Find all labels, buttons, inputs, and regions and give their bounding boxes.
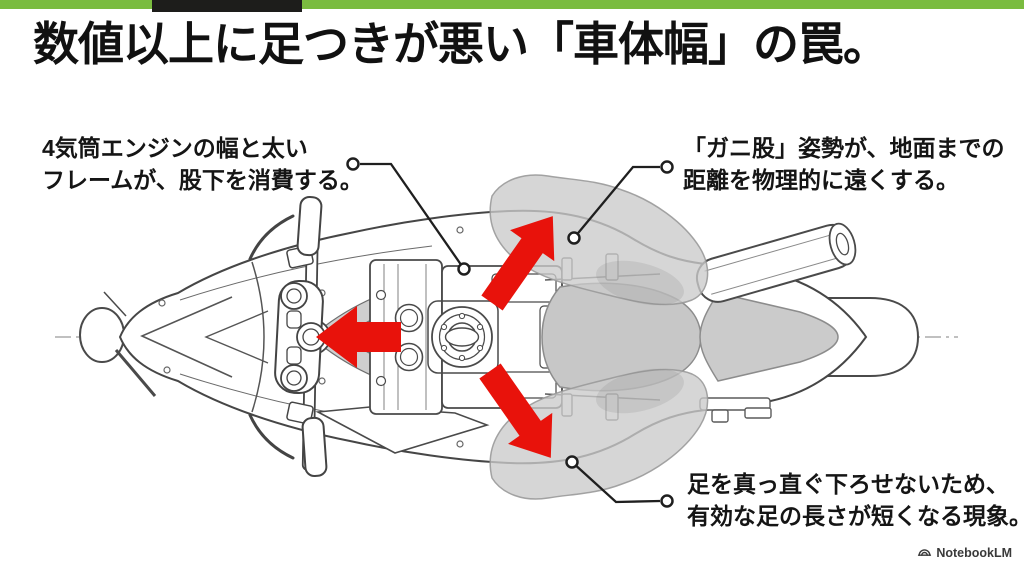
leader-lines <box>346 157 674 508</box>
leader-bowlegged <box>573 165 660 239</box>
annotation-engine-width-line1: 4気筒エンジンの幅と太い <box>42 135 308 161</box>
top-accent-bar-green <box>0 0 1024 9</box>
exhaust-muffler <box>695 222 857 303</box>
notebooklm-icon <box>918 549 932 556</box>
annotation-engine-width: 4気筒エンジンの幅と太い フレームが、股下を消費する。 <box>42 132 363 196</box>
annotation-leg-length-line2: 有効な足の長さが短くなる現象。 <box>687 503 1024 529</box>
pillion-seat <box>699 292 839 382</box>
annotation-engine-width-line2: フレームが、股下を消費する。 <box>42 167 363 193</box>
arrow-down-right <box>479 363 553 458</box>
grip-top <box>296 195 323 257</box>
grip-bottom <box>301 416 328 478</box>
leader-engine-width <box>360 162 465 270</box>
page-title: 数値以上に足つきが悪い「車体幅」の罠。 <box>33 18 889 70</box>
notebooklm-watermark: NotebookLM <box>917 545 1012 560</box>
top-accent-bar-black <box>152 0 302 12</box>
annotation-bowlegged: 「ガニ股」姿勢が、地面までの 距離を物理的に遠くする。 <box>683 132 1005 196</box>
annotation-leg-length-line1: 足を真っ直ぐ下ろせないため、 <box>687 471 1009 497</box>
lower-leg-silhouette <box>489 368 709 500</box>
rider-legs <box>489 174 709 500</box>
brake-lever-top <box>248 214 295 261</box>
leader-leg-length <box>571 461 661 504</box>
width-arrows <box>316 216 555 458</box>
upper-leg-silhouette <box>489 174 709 306</box>
notebooklm-label: NotebookLM <box>936 545 1012 560</box>
arrow-up-right <box>481 216 555 311</box>
arrow-left <box>316 306 401 368</box>
annotation-bowlegged-line1: 「ガニ股」姿勢が、地面までの <box>683 135 1005 161</box>
annotation-leg-length: 足を真っ直ぐ下ろせないため、 有効な足の長さが短くなる現象。 <box>687 468 1024 532</box>
annotation-bowlegged-line2: 距離を物理的に遠くする。 <box>683 167 959 193</box>
brake-lever-bottom <box>248 413 295 460</box>
